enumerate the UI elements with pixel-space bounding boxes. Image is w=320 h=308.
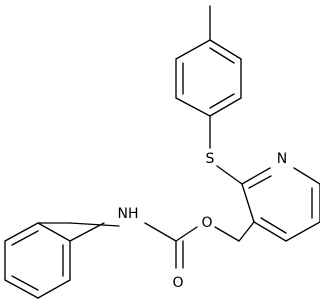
oxygen-carbonyl-bond: [175, 226, 198, 242]
tolyl-bond-1: [209, 39, 242, 60]
pyridine-bond-n-c6: [293, 167, 320, 185]
amide-nh-label: NH: [118, 206, 139, 222]
carbonyl-oxygen-label: O: [172, 275, 183, 291]
phenyl-ring: [4, 222, 105, 299]
phenyl-bond-3: [4, 222, 39, 242]
phenyl-bond-6: [37, 279, 71, 299]
thioether-linkage: S: [206, 115, 243, 185]
carbonyl-nh-bond: [144, 222, 177, 242]
sulfur-label: S: [206, 151, 215, 167]
methylene-ether-linkage: O: [175, 215, 255, 242]
pyridine-bond-c2-n: [241, 167, 271, 185]
carbamate-group: O NH: [69, 206, 184, 291]
pyridine-double-3: [260, 217, 287, 234]
pyridine-bond-c5-c4: [285, 221, 320, 242]
tolyl-bond-4: [175, 97, 211, 117]
phenyl-double-1: [11, 230, 39, 246]
tolyl-bond-6: [175, 39, 211, 60]
pyridine-c3-methylene: [238, 221, 255, 242]
nh-to-phenyl-connector: [69, 222, 105, 242]
phenyl-bond-5: [4, 279, 39, 299]
tolyl-double-2: [209, 93, 235, 109]
pyridine-ring: N: [241, 151, 320, 242]
nh-phenyl-bond: [69, 222, 120, 227]
pyridine-bond-c3-c2: [241, 183, 255, 223]
methylene-oxygen-bond: [214, 226, 240, 242]
pyridine-double-1: [248, 175, 272, 189]
tolyl-double-1: [209, 47, 235, 64]
tolyl-group: [175, 5, 242, 117]
ether-oxygen-label: O: [201, 215, 212, 231]
pyridine-bond-c4-c3: [253, 221, 287, 242]
phenyl-bond-8: [37, 222, 71, 242]
pyridine-nitrogen-label: N: [277, 151, 287, 167]
s-pyridine-bond: [216, 165, 243, 185]
tolyl-bond-3: [209, 97, 242, 117]
phenyl-double-2: [11, 275, 39, 291]
